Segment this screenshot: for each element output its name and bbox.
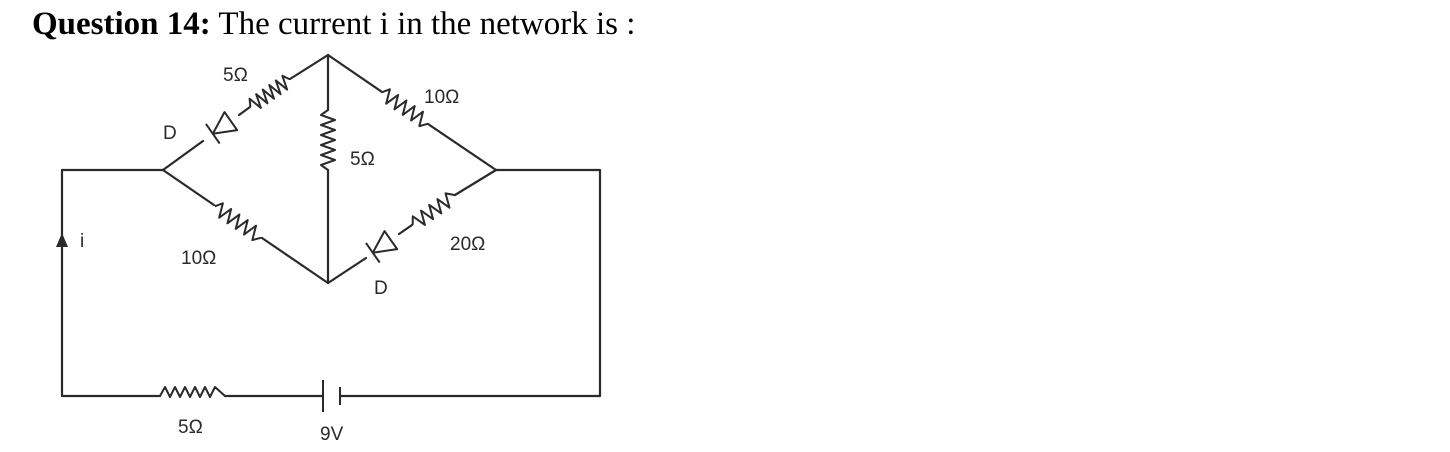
label-series-resistor: 5Ω (178, 417, 203, 438)
middle-branch (320, 53, 336, 285)
top-right-resistor (381, 88, 429, 128)
label-bottom-right-diode: D (374, 278, 388, 299)
current-arrow (56, 233, 68, 247)
label-bottom-right-resistor: 20Ω (450, 234, 485, 255)
bottom-left-branch (161, 168, 330, 285)
bottom-right-diode (365, 230, 399, 264)
top-left-diode (205, 111, 239, 145)
top-right-branch (326, 53, 498, 172)
top-left-branch (161, 53, 330, 172)
label-middle-resistor: 5Ω (350, 149, 375, 170)
label-top-left-diode: D (163, 123, 177, 144)
bottom-right-branch (326, 168, 498, 285)
bottom-right-resistor (411, 192, 456, 226)
label-battery: 9V (320, 424, 344, 445)
bottom-left-resistor (214, 202, 262, 242)
label-top-right-resistor: 10Ω (424, 87, 459, 108)
top-left-resistor (248, 74, 291, 109)
outer-loop-wires (60, 168, 602, 398)
label-bottom-left-resistor: 10Ω (181, 248, 216, 269)
battery-icon (322, 380, 341, 412)
label-current: i (80, 231, 84, 252)
middle-resistor (320, 109, 336, 171)
question-number: Question 14: (32, 6, 211, 42)
question-heading: Question 14: The current i in the networ… (32, 2, 635, 46)
series-resistor (159, 386, 226, 398)
question-text: The current i in the network is : (210, 6, 636, 42)
label-top-left-resistor: 5Ω (223, 65, 248, 86)
